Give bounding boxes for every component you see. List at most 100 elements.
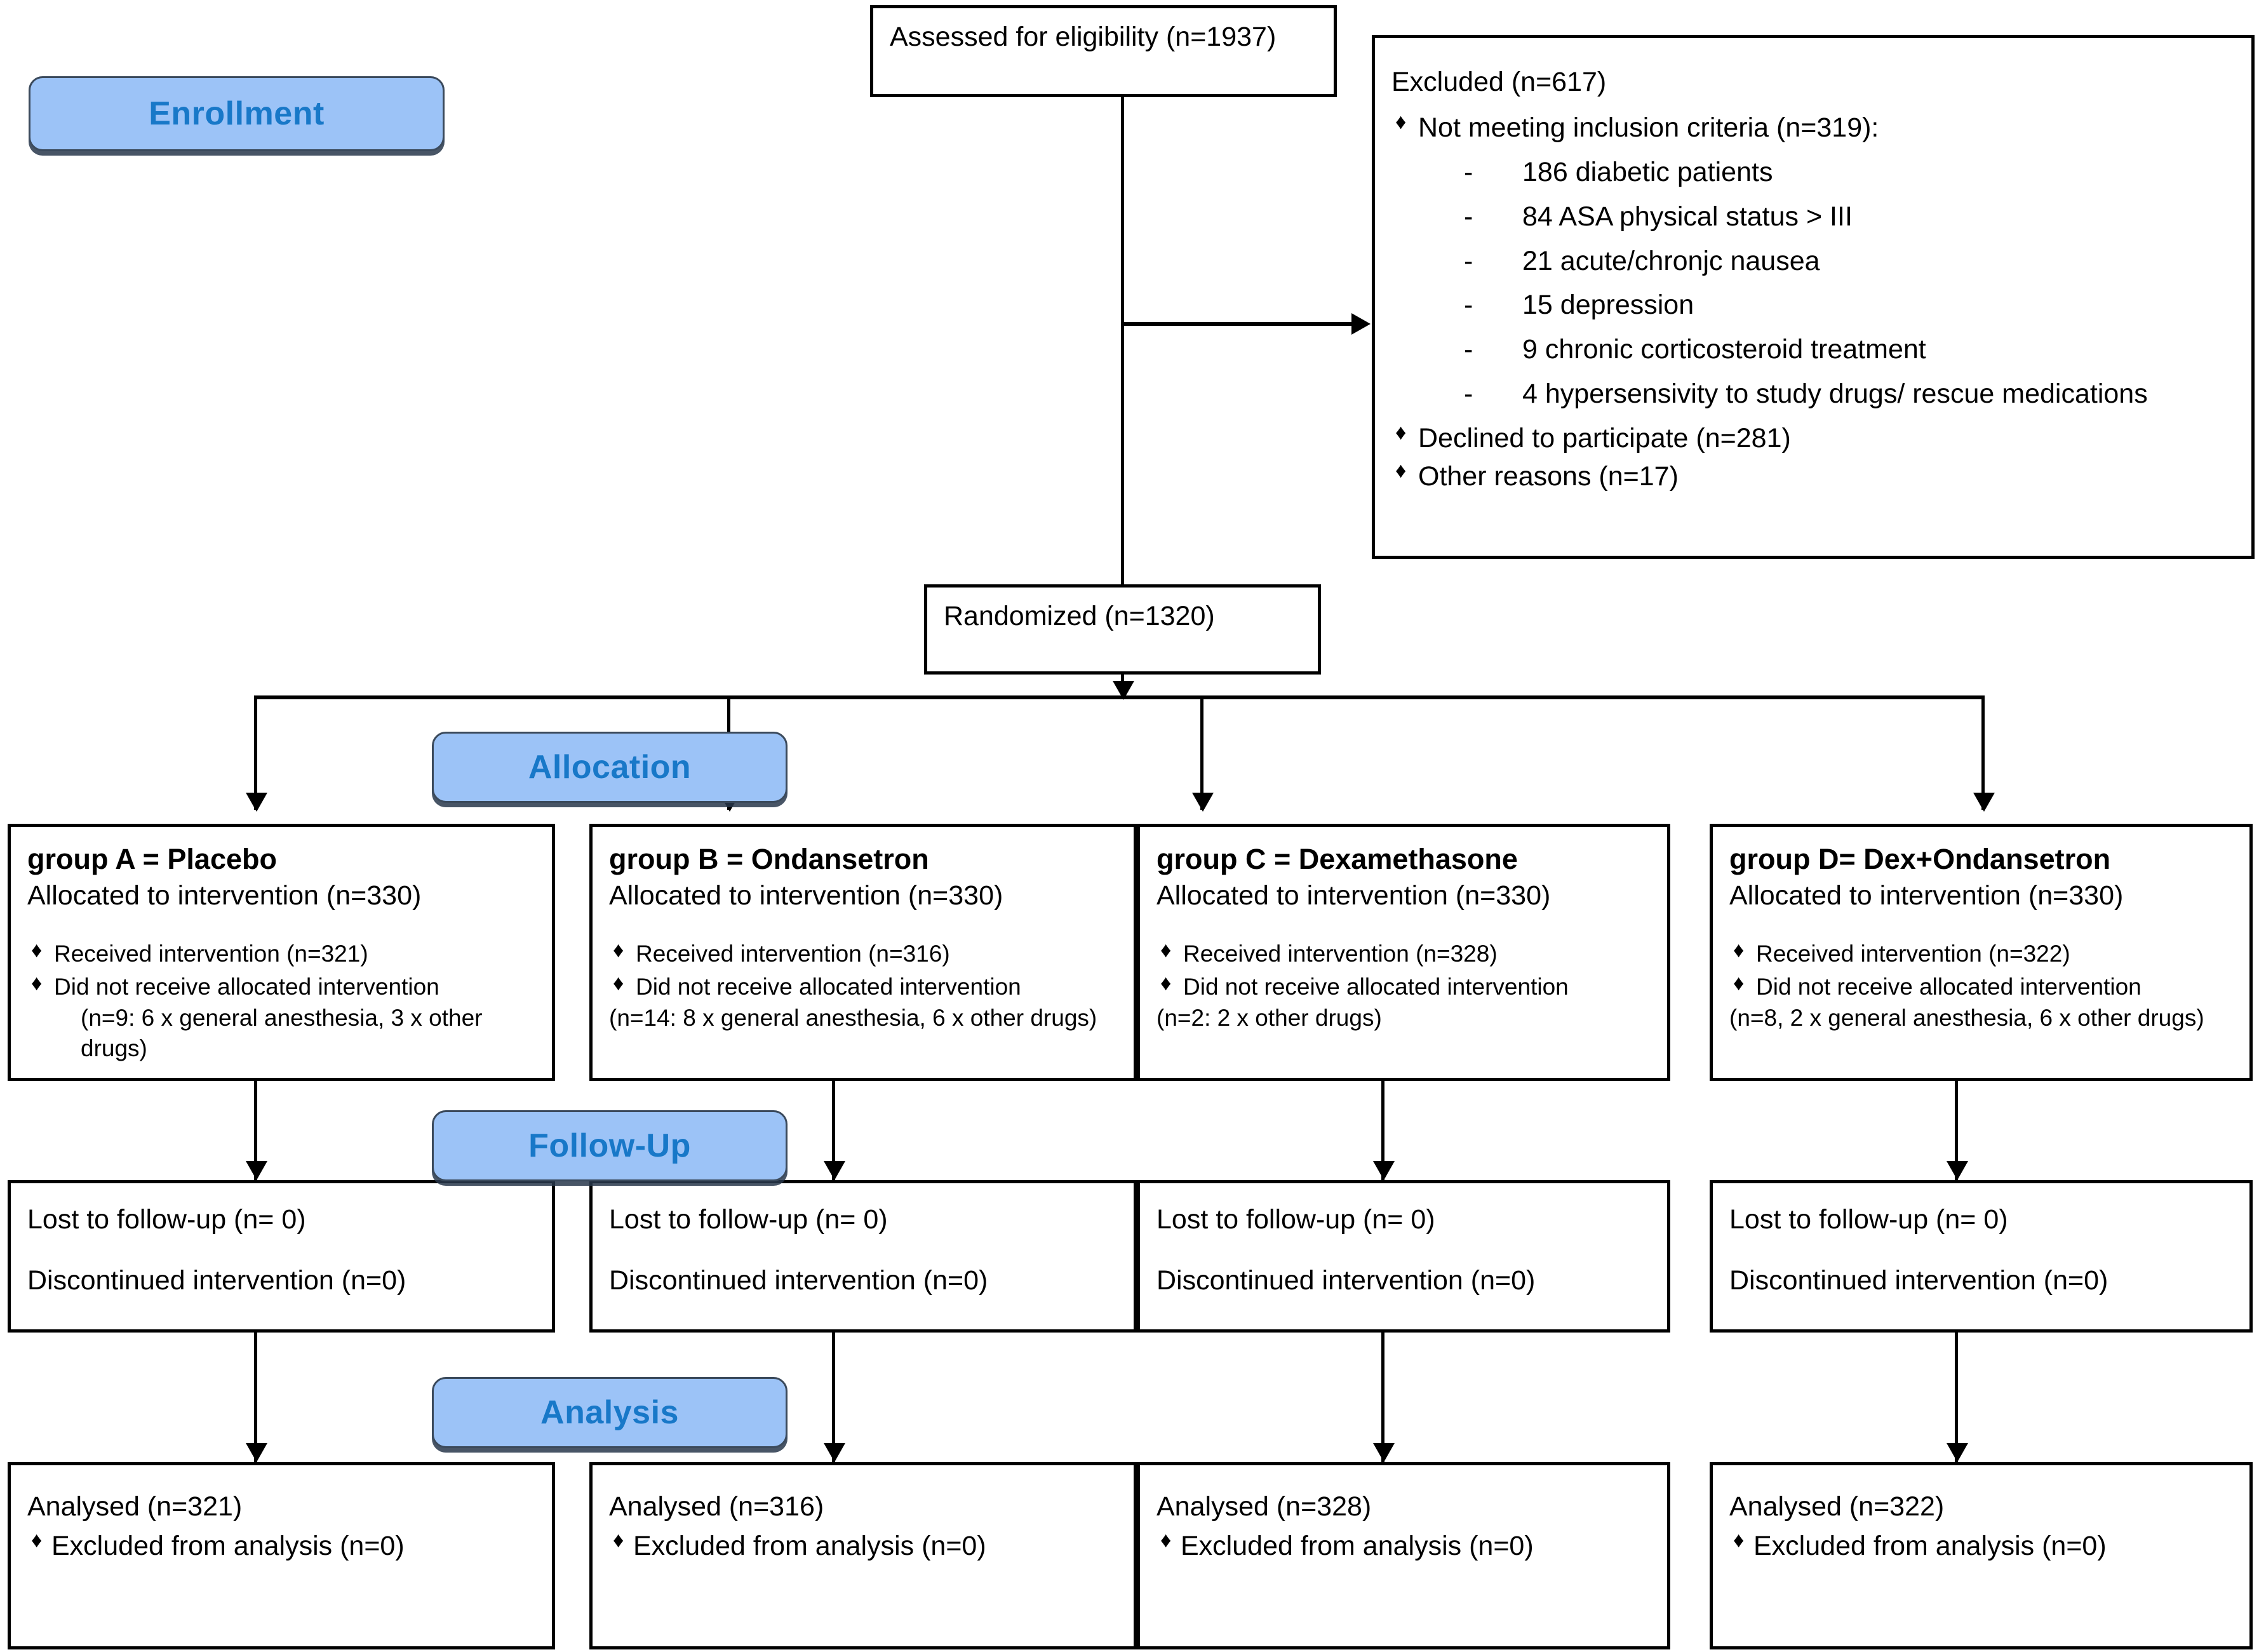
alloc-to-followup-line-b: [832, 1081, 835, 1181]
followup-box-c: Lost to follow-up (n= 0) Discontinued in…: [1137, 1180, 1670, 1333]
excluded-not-meeting-criteria: Not meeting inclusion criteria (n=319): …: [1391, 109, 2235, 412]
alloc-to-followup-arrowhead-b-icon: [824, 1161, 845, 1180]
branch-drop-line-d: [1981, 695, 1985, 810]
list-item: Did not receive allocated intervention (…: [27, 970, 535, 1063]
allocation-not-received-detail-d: (n=8, 2 x general anesthesia, 6 x other …: [1729, 1004, 2204, 1031]
branch-arrowhead-a-icon: [246, 793, 267, 812]
allocation-allocated-c: Allocated to intervention (n=330): [1156, 880, 1551, 911]
assessed-for-eligibility-text: Assessed for eligibility (n=1937): [890, 22, 1277, 52]
list-item: 84 ASA physical status > III: [1464, 199, 2235, 235]
list-item: Excluded from analysis (n=0): [27, 1527, 535, 1564]
list-item: Did not receive allocated intervention (…: [1156, 970, 1651, 1033]
analysis-analysed-a: Analysed (n=321): [27, 1491, 243, 1522]
allocation-box-b: group B = Ondansetron Allocated to inter…: [589, 824, 1137, 1081]
randomized-box: Randomized (n=1320): [924, 584, 1321, 675]
followup-to-analysis-arrowhead-d-icon: [1947, 1443, 1968, 1462]
alloc-to-followup-arrowhead-c-icon: [1373, 1161, 1395, 1180]
followup-discontinued-a: Discontinued intervention (n=0): [27, 1265, 406, 1296]
stage-badge-enrollment: Enrollment: [29, 76, 445, 151]
excluded-not-meeting-criteria-label: Not meeting inclusion criteria (n=319):: [1418, 112, 1879, 143]
list-item: Excluded from analysis (n=0): [1156, 1527, 1651, 1564]
analysis-excluded-list-a: Excluded from analysis (n=0): [27, 1527, 535, 1564]
analysis-excluded-list-d: Excluded from analysis (n=0): [1729, 1527, 2233, 1564]
allocation-not-received-d: Did not receive allocated intervention: [1756, 974, 2142, 1000]
allocation-allocated-a: Allocated to intervention (n=330): [27, 880, 422, 911]
analysis-excluded-list-b: Excluded from analysis (n=0): [609, 1527, 1117, 1564]
list-item: Did not receive allocated intervention (…: [609, 970, 1117, 1033]
assessed-for-eligibility-box: Assessed for eligibility (n=1937): [870, 5, 1337, 97]
analysis-box-d: Analysed (n=322) Excluded from analysis …: [1710, 1462, 2253, 1649]
list-item: Received intervention (n=316): [609, 937, 1117, 969]
followup-to-analysis-arrowhead-a-icon: [246, 1443, 267, 1462]
followup-to-analysis-line-a: [254, 1333, 257, 1466]
analysis-analysed-d: Analysed (n=322): [1729, 1491, 1945, 1522]
analysis-excluded-list-c: Excluded from analysis (n=0): [1156, 1527, 1651, 1564]
stage-badge-allocation-label: Allocation: [528, 749, 692, 786]
analysis-box-a: Analysed (n=321) Excluded from analysis …: [8, 1462, 555, 1649]
excluded-reason-list: Not meeting inclusion criteria (n=319): …: [1391, 109, 2235, 495]
list-item: Did not receive allocated intervention (…: [1729, 970, 2233, 1033]
followup-box-d: Lost to follow-up (n= 0) Discontinued in…: [1710, 1180, 2253, 1333]
stage-badge-allocation: Allocation: [432, 732, 788, 803]
randomized-text: Randomized (n=1320): [944, 601, 1215, 631]
list-item: Received intervention (n=322): [1729, 937, 2233, 969]
analysis-box-c: Analysed (n=328) Excluded from analysis …: [1137, 1462, 1670, 1649]
followup-discontinued-c: Discontinued intervention (n=0): [1156, 1265, 1536, 1296]
allocation-allocated-b: Allocated to intervention (n=330): [609, 880, 1003, 911]
stage-badge-followup-label: Follow-Up: [528, 1127, 691, 1164]
excluded-subreason-list: 186 diabetic patients 84 ASA physical st…: [1418, 155, 2235, 412]
allocation-detail-list-b: Received intervention (n=316) Did not re…: [609, 937, 1117, 1033]
allocation-branch-bar: [254, 695, 1985, 699]
allocation-allocated-d: Allocated to intervention (n=330): [1729, 880, 2124, 911]
excluded-declined: Declined to participate (n=281): [1391, 419, 2235, 457]
alloc-to-followup-arrowhead-d-icon: [1947, 1161, 1968, 1180]
followup-discontinued-d: Discontinued intervention (n=0): [1729, 1265, 2108, 1296]
followup-lost-d: Lost to follow-up (n= 0): [1729, 1204, 2008, 1235]
list-item: 15 depression: [1464, 288, 2235, 323]
followup-box-a: Lost to follow-up (n= 0) Discontinued in…: [8, 1180, 555, 1333]
alloc-to-followup-arrowhead-a-icon: [246, 1161, 267, 1180]
allocation-not-received-b: Did not receive allocated intervention: [636, 974, 1021, 1000]
stage-badge-analysis-label: Analysis: [540, 1394, 679, 1431]
followup-discontinued-b: Discontinued intervention (n=0): [609, 1265, 988, 1296]
excluded-arrowhead-icon: [1351, 313, 1371, 335]
allocation-not-received-a: Did not receive allocated intervention: [54, 974, 439, 1000]
allocation-not-received-detail-c: (n=2: 2 x other drugs): [1156, 1004, 1382, 1031]
list-item: Received intervention (n=321): [27, 937, 535, 969]
followup-to-analysis-line-b: [832, 1333, 835, 1466]
allocation-not-received-detail-b: (n=14: 8 x general anesthesia, 6 x other…: [609, 1004, 1097, 1031]
followup-lost-b: Lost to follow-up (n= 0): [609, 1204, 888, 1235]
followup-lost-c: Lost to follow-up (n= 0): [1156, 1204, 1435, 1235]
branch-arrowhead-c-icon: [1192, 793, 1214, 812]
allocation-box-d: group D= Dex+Ondansetron Allocated to in…: [1710, 824, 2253, 1081]
analysis-analysed-b: Analysed (n=316): [609, 1491, 824, 1522]
followup-to-analysis-line-d: [1955, 1333, 1958, 1466]
followup-lost-a: Lost to follow-up (n= 0): [27, 1204, 306, 1235]
list-item: Excluded from analysis (n=0): [1729, 1527, 2233, 1564]
followup-to-analysis-line-c: [1381, 1333, 1384, 1466]
stage-badge-analysis: Analysis: [432, 1377, 788, 1448]
allocation-group-title-a: group A = Placebo: [27, 843, 277, 875]
excluded-heading: Excluded (n=617): [1391, 67, 1607, 97]
allocation-detail-list-a: Received intervention (n=321) Did not re…: [27, 937, 535, 1063]
allocation-group-title-c: group C = Dexamethasone: [1156, 843, 1518, 875]
branch-drop-line-a: [254, 695, 257, 810]
list-item: 9 chronic corticosteroid treatment: [1464, 332, 2235, 368]
analysis-box-b: Analysed (n=316) Excluded from analysis …: [589, 1462, 1137, 1649]
allocation-box-a: group A = Placebo Allocated to intervent…: [8, 824, 555, 1081]
branch-arrowhead-d-icon: [1973, 793, 1995, 812]
excluded-other-reasons: Other reasons (n=17): [1391, 457, 2235, 495]
allocation-detail-list-c: Received intervention (n=328) Did not re…: [1156, 937, 1651, 1033]
list-item: 186 diabetic patients: [1464, 155, 2235, 191]
allocation-group-title-d: group D= Dex+Ondansetron: [1729, 843, 2111, 875]
allocation-group-title-b: group B = Ondansetron: [609, 843, 929, 875]
stage-badge-enrollment-label: Enrollment: [149, 95, 325, 132]
alloc-to-followup-line-c: [1381, 1081, 1384, 1181]
list-item: 4 hypersensivity to study drugs/ rescue …: [1464, 377, 2235, 412]
list-item: Received intervention (n=328): [1156, 937, 1651, 969]
allocation-not-received-c: Did not receive allocated intervention: [1183, 974, 1569, 1000]
trunk-line-enrollment: [1121, 97, 1124, 586]
allocation-box-c: group C = Dexamethasone Allocated to int…: [1137, 824, 1670, 1081]
allocation-detail-list-d: Received intervention (n=322) Did not re…: [1729, 937, 2233, 1033]
